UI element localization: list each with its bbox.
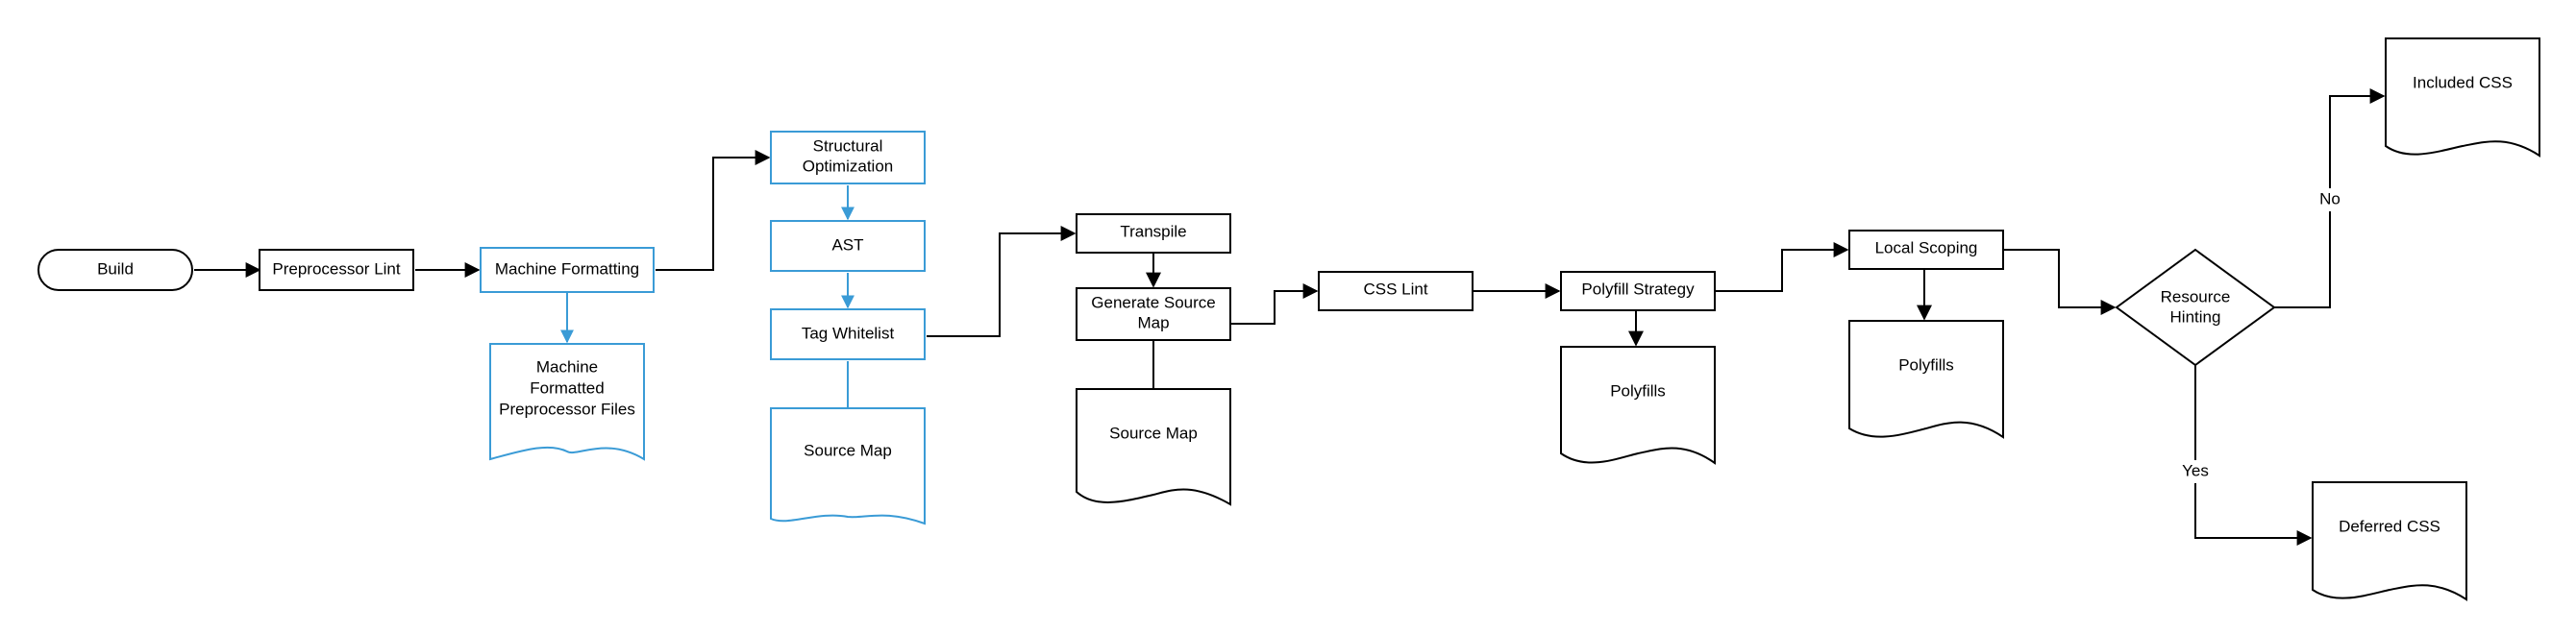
edge-resource-hinting-to-deferred-css [2194, 365, 2313, 546]
node-ast-label: AST [831, 235, 863, 254]
node-structural-optimization: Structural Optimization [770, 131, 926, 184]
edges [194, 88, 2386, 546]
edge-generate-source-map-to-css-lint [1230, 283, 1319, 325]
node-structural-optimization-line-2: Optimization [803, 157, 893, 175]
node-source-map-blue-label: Source Map [804, 441, 892, 459]
node-polyfill-strategy: Polyfill Strategy [1560, 271, 1716, 311]
node-tag-whitelist: Tag Whitelist [770, 308, 926, 360]
node-build: Build [37, 249, 193, 291]
node-transpile-label: Transpile [1120, 222, 1186, 240]
node-polyfills-2-label: Polyfills [1898, 355, 1954, 374]
node-polyfills-1: Polyfills [1560, 346, 1716, 465]
node-source-map-black: Source Map [1076, 388, 1231, 506]
edge-local-scoping-to-resource-hinting [2003, 249, 2117, 315]
node-css-lint-label: CSS Lint [1363, 280, 1427, 298]
node-source-map-blue: Source Map [770, 407, 926, 525]
node-build-label: Build [97, 259, 134, 278]
node-preprocessor-lint: Preprocessor Lint [259, 249, 414, 291]
node-machine-formatted-files-line-2: Formatted [530, 378, 604, 397]
node-machine-formatted-files-line-3: Preprocessor Files [499, 400, 635, 418]
node-machine-formatting: Machine Formatting [480, 247, 655, 293]
node-polyfill-strategy-label: Polyfill Strategy [1581, 280, 1695, 298]
edge-polyfill-strategy-to-local-scoping [1715, 242, 1849, 292]
edge-machine-formatting-to-structural-optimization [656, 150, 771, 271]
node-included-css-label: Included CSS [2413, 73, 2513, 91]
node-transpile: Transpile [1076, 213, 1231, 254]
node-css-lint: CSS Lint [1318, 271, 1474, 311]
edge-label-yes: Yes [2182, 461, 2209, 479]
node-local-scoping: Local Scoping [1848, 230, 2004, 270]
node-tag-whitelist-label: Tag Whitelist [802, 324, 895, 342]
node-deferred-css: Deferred CSS [2312, 481, 2467, 601]
node-local-scoping-label: Local Scoping [1875, 238, 1978, 256]
node-machine-formatting-label: Machine Formatting [495, 259, 639, 278]
edge-label-no: No [2319, 189, 2341, 207]
node-deferred-css-label: Deferred CSS [2339, 517, 2440, 535]
node-resource-hinting-line-2: Hinting [2170, 307, 2221, 326]
node-resource-hinting-line-1: Resource [2161, 287, 2231, 305]
node-machine-formatted-files-line-1: Machine [536, 357, 598, 376]
node-generate-source-map-line-2: Map [1137, 313, 1169, 331]
node-machine-formatted-files: Machine Formatted Preprocessor Files [489, 343, 645, 461]
node-included-css: Included CSS [2385, 37, 2540, 158]
node-structural-optimization-line-1: Structural [813, 136, 883, 155]
edge-tag-whitelist-to-transpile [927, 226, 1077, 337]
node-source-map-black-label: Source Map [1109, 424, 1198, 442]
node-generate-source-map: Generate Source Map [1076, 287, 1231, 341]
node-polyfills-1-label: Polyfills [1610, 381, 1666, 400]
node-generate-source-map-line-1: Generate Source [1091, 293, 1215, 311]
edge-labels: No Yes [2174, 188, 2349, 483]
node-preprocessor-lint-label: Preprocessor Lint [272, 259, 401, 278]
node-ast: AST [770, 220, 926, 272]
node-resource-hinting: Resource Hinting [2115, 248, 2276, 367]
node-polyfills-2: Polyfills [1848, 320, 2004, 439]
